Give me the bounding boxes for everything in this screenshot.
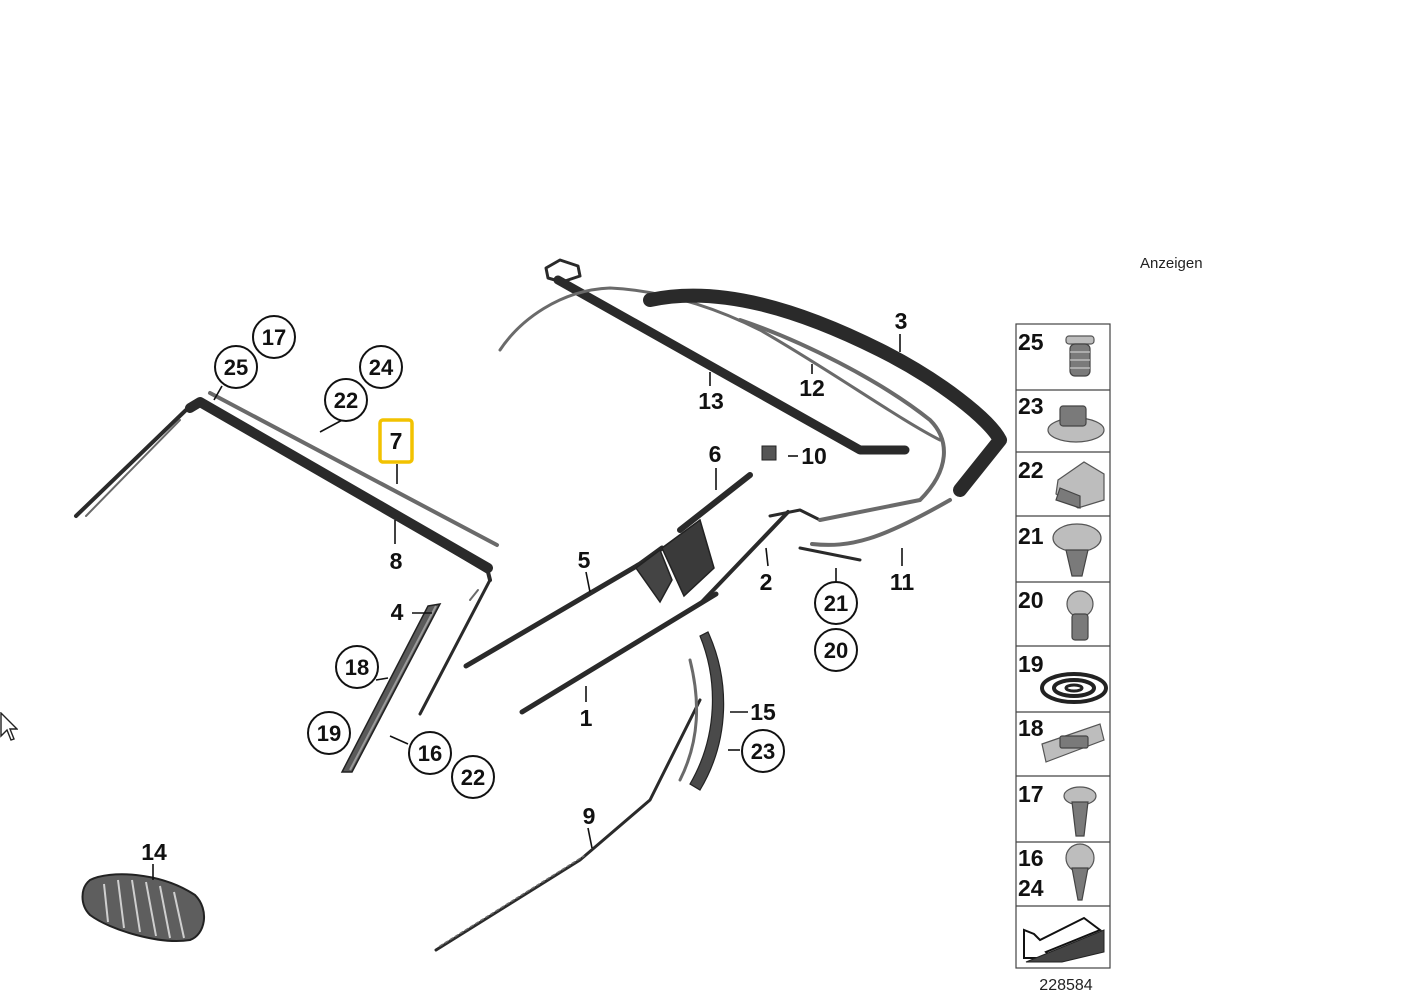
part-label: 5 xyxy=(578,547,591,573)
svg-text:18: 18 xyxy=(1018,715,1044,741)
clip-nut-icon xyxy=(1047,405,1105,443)
svg-text:20: 20 xyxy=(1018,587,1044,613)
show-link[interactable]: Anzeigen xyxy=(1140,255,1203,272)
arrow-direction-icon xyxy=(1023,916,1105,963)
svg-text:24: 24 xyxy=(369,355,394,380)
circle-label: 24 xyxy=(359,345,403,389)
svg-text:25: 25 xyxy=(224,355,248,380)
circle-label: 19 xyxy=(307,711,351,755)
windshield-frame-part xyxy=(74,391,499,716)
legend-item: 17 xyxy=(1016,781,1110,843)
svg-text:16: 16 xyxy=(418,741,442,766)
clip-icon xyxy=(1055,461,1105,509)
circle-label: 20 xyxy=(814,628,858,672)
reference-number: 228584 xyxy=(1039,977,1092,994)
legend-item: 22 xyxy=(1016,457,1110,517)
circle-label: 22 xyxy=(324,378,368,422)
part-label: 9 xyxy=(583,803,596,829)
svg-text:16: 16 xyxy=(1018,845,1044,871)
legend-item: 23 xyxy=(1016,393,1110,453)
circle-label: 25 xyxy=(214,345,258,389)
legend-panel: 25 23 22 21 xyxy=(1015,323,1111,994)
circle-label: 17 xyxy=(252,315,296,359)
svg-text:19: 19 xyxy=(317,721,341,746)
part-label: 12 xyxy=(799,375,825,401)
rear-quarter-seals xyxy=(434,631,725,952)
circle-label: 16 xyxy=(408,731,452,775)
svg-text:21: 21 xyxy=(1018,523,1044,549)
svg-text:18: 18 xyxy=(345,655,369,680)
part-label: 2 xyxy=(760,569,773,595)
expanding-rivet-icon xyxy=(1052,523,1102,577)
circle-label: 21 xyxy=(814,581,858,625)
mounting-clip-icon xyxy=(1041,723,1105,763)
circle-label: 23 xyxy=(741,729,785,773)
svg-text:21: 21 xyxy=(824,591,848,616)
svg-text:19: 19 xyxy=(1018,651,1044,677)
legend-item: 21 xyxy=(1016,523,1110,583)
svg-text:22: 22 xyxy=(461,765,485,790)
part-label: 14 xyxy=(141,839,167,865)
svg-text:25: 25 xyxy=(1018,329,1044,355)
circle-label: 18 xyxy=(335,645,379,689)
leader-lines xyxy=(152,334,903,880)
part-label: 13 xyxy=(698,388,724,414)
svg-text:17: 17 xyxy=(262,325,286,350)
part-label: 6 xyxy=(709,441,722,467)
svg-text:20: 20 xyxy=(824,638,848,663)
svg-text:22: 22 xyxy=(1018,457,1044,483)
legend-item: 25 xyxy=(1016,329,1110,391)
svg-text:17: 17 xyxy=(1018,781,1044,807)
svg-text:23: 23 xyxy=(1018,393,1044,419)
door-seal-parts xyxy=(463,445,822,715)
part-label: 4 xyxy=(391,599,404,625)
highlighted-part-label[interactable]: 7 xyxy=(378,418,414,464)
push-rivet-icon xyxy=(1065,335,1095,377)
part-label: 3 xyxy=(895,308,908,334)
legend-item xyxy=(1023,916,1105,963)
kidney-grille-part xyxy=(81,873,205,942)
part-label: 10 xyxy=(801,443,827,469)
svg-text:22: 22 xyxy=(334,388,358,413)
svg-text:23: 23 xyxy=(751,739,775,764)
top-frame-seals xyxy=(498,258,1007,562)
sealing-tape-roll-icon xyxy=(1040,672,1108,704)
a-pillar-trim-part xyxy=(340,603,442,773)
part-label: 8 xyxy=(390,548,403,574)
circle-label: 22 xyxy=(451,755,495,799)
legend-item: 16 24 xyxy=(1016,843,1110,907)
sheet-metal-screw-icon xyxy=(1065,843,1095,901)
tapping-screw-icon xyxy=(1063,786,1097,837)
svg-text:7: 7 xyxy=(390,428,403,454)
mouse-cursor-icon xyxy=(0,712,18,741)
legend-item: 18 xyxy=(1016,715,1110,777)
screw-icon xyxy=(1066,590,1094,641)
part-label: 1 xyxy=(580,705,593,731)
legend-item: 20 xyxy=(1016,587,1110,647)
part-labels: 1 2 3 4 5 6 8 9 10 11 12 13 14 15 xyxy=(141,308,914,865)
circled-labels: 17 25 24 22 18 19 16 22 21 20 23 xyxy=(214,315,858,799)
legend-item: 19 xyxy=(1016,651,1110,713)
part-label: 15 xyxy=(750,699,776,725)
svg-text:24: 24 xyxy=(1018,875,1044,901)
part-label: 11 xyxy=(890,569,915,595)
